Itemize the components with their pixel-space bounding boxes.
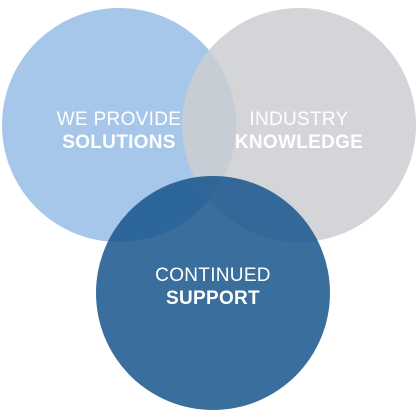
- label-solutions-line2: SOLUTIONS: [62, 132, 176, 154]
- label-solutions-line1: WE PROVIDE: [56, 109, 182, 130]
- label-solutions: WE PROVIDE SOLUTIONS: [2, 108, 236, 154]
- label-industry-line2: KNOWLEDGE: [234, 132, 364, 154]
- circle-continued-support: [96, 176, 330, 410]
- label-industry-line1: INDUSTRY: [249, 109, 349, 130]
- label-support-line2: SUPPORT: [166, 288, 260, 310]
- label-continued-support: CONTINUED SUPPORT: [96, 264, 330, 310]
- label-industry-knowledge: INDUSTRY KNOWLEDGE: [182, 108, 416, 154]
- label-support-line1: CONTINUED: [155, 265, 271, 286]
